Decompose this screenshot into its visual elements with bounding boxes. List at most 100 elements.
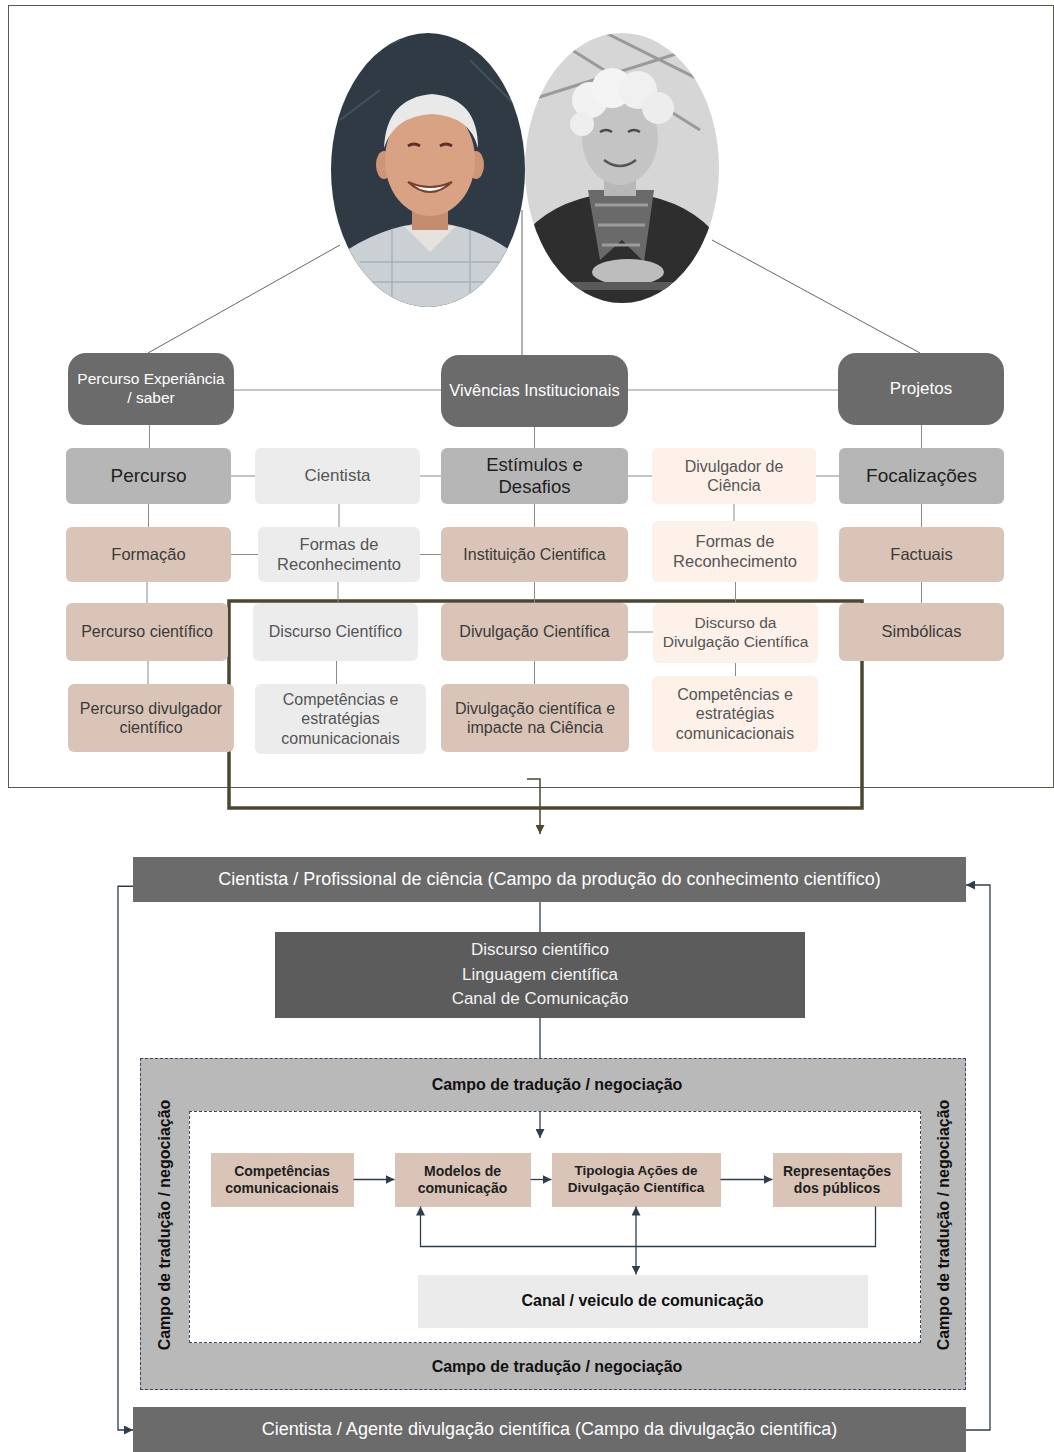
communicator-box: Divulgador de Ciência (652, 448, 816, 504)
connector-line (921, 504, 922, 527)
connector-line (420, 554, 441, 555)
box-label: Formas de Reconhecimento (660, 532, 810, 572)
box-label: Competências comunicacionais (215, 1163, 350, 1197)
field-bar: Cientista / Profissional de ciência (Cam… (133, 857, 966, 902)
box-label: Divulgação científica e impacte na Ciênc… (449, 699, 621, 737)
box-label: Competências e estratégias comunicaciona… (263, 690, 418, 748)
connector-line (628, 632, 653, 633)
process-box: Representações dos públicos (773, 1153, 902, 1207)
section-header: Vivências Institucionais (441, 355, 628, 427)
box-label: Vivências Institucionais (449, 381, 619, 401)
connector-line (734, 504, 735, 521)
box-label: Percurso (110, 465, 186, 488)
flow-arrow (539, 1112, 540, 1138)
translation-field: Campo de tradução / negociaçãoCampo de t… (140, 1058, 966, 1390)
connector-line (539, 902, 540, 932)
box-label: Factuais (890, 545, 952, 565)
connector-line (420, 476, 441, 477)
category-box: Percurso (66, 448, 231, 504)
connector-line (531, 1179, 552, 1180)
connector-line (921, 582, 922, 603)
topic-box: Divulgação Científica (441, 603, 628, 661)
field-label: Campo de tradução / negociação (432, 1357, 683, 1376)
scientist-box: Cientista (255, 448, 420, 504)
section-header: Projetos (838, 353, 1004, 425)
process-box: Modelos de comunicação (395, 1153, 531, 1207)
portrait-photo (328, 30, 530, 312)
connector-line (421, 1207, 876, 1247)
connector-line (118, 886, 133, 1430)
connector-line (148, 504, 149, 527)
box-label: Canal / veiculo de comunicação (522, 1291, 764, 1310)
field-label: Campo de tradução / negociação (155, 1100, 174, 1351)
connector-line (147, 582, 148, 603)
topic-box: Factuais (839, 527, 1004, 582)
box-label: Projetos (890, 379, 952, 399)
topic-box: Formação (66, 527, 231, 582)
connector-line (534, 427, 535, 448)
box-label: Percurso científico (81, 622, 213, 641)
topic-box: Simbólicas (839, 603, 1004, 661)
scientist-box: Competências e estratégias comunicaciona… (255, 684, 426, 754)
connector-line (234, 390, 441, 391)
topic-box: Percurso científico (66, 603, 228, 661)
connector-line (149, 425, 150, 448)
category-box: Focalizações (839, 448, 1004, 504)
scientist-box: Discurso Científico (253, 603, 418, 661)
connector-line (966, 885, 990, 1430)
box-label: Cientista (304, 466, 370, 486)
topic-box: Percurso divulgador científico (68, 684, 234, 752)
box-label: Percurso Experiância / saber (76, 370, 226, 407)
connector-line (339, 504, 340, 527)
connector-line (816, 476, 839, 477)
connector-line (231, 476, 255, 477)
box-label: Competências e estratégias comunicaciona… (660, 685, 810, 743)
field-label: Campo de tradução / negociação (432, 1075, 683, 1094)
connector-line (735, 582, 736, 603)
connector-line (231, 554, 258, 555)
connector-line (735, 663, 736, 676)
highlight-bracket (229, 601, 862, 808)
box-label: Discurso da Divulgação Científica (661, 614, 810, 651)
box-label: Divulgação Científica (459, 622, 609, 641)
scientist-box: Formas de Reconhecimento (258, 527, 420, 582)
box-label: Percurso divulgador científico (76, 699, 226, 737)
box-label: Discurso científico (471, 938, 609, 963)
category-box: Estímulos e Desafios (441, 448, 628, 504)
box-label: Canal de Comunicação (452, 987, 629, 1012)
leader-line (148, 245, 340, 353)
connector-line (354, 1179, 395, 1180)
box-label: Cientista / Profissional de ciência (Cam… (218, 869, 880, 891)
channel-box: Canal / veiculo de comunicação (418, 1275, 868, 1328)
communicator-box: Formas de Reconhecimento (652, 521, 818, 582)
topic-box: Divulgação científica e impacte na Ciênc… (441, 684, 629, 752)
box-label: Representações dos públicos (777, 1163, 898, 1197)
box-label: Linguagem científica (462, 963, 618, 988)
field-bar: Cientista / Agente divulgação científica… (133, 1407, 966, 1452)
box-label: Formação (111, 545, 185, 565)
connector-line (628, 476, 652, 477)
process-box: Tipologia Ações de Divulgação Científica (552, 1153, 721, 1207)
box-label: Tipologia Ações de Divulgação Científica (556, 1163, 717, 1195)
discourse-box: Discurso científicoLinguagem científicaC… (275, 932, 805, 1018)
top-frame (9, 6, 1054, 788)
box-label: Cientista / Agente divulgação científica… (262, 1419, 837, 1441)
connector-line (148, 661, 149, 684)
leader-line (522, 210, 523, 355)
box-label: Discurso Científico (269, 622, 402, 641)
topic-box: Instituição Cientifica (441, 527, 628, 582)
box-label: Simbólicas (882, 622, 962, 642)
connector-line (721, 1179, 773, 1180)
section-header: Percurso Experiância / saber (68, 353, 234, 425)
zoom-arrow (527, 779, 540, 834)
communicator-box: Discurso da Divulgação Científica (653, 603, 818, 663)
box-label: Formas de Reconhecimento (266, 535, 412, 575)
connector-line (635, 1207, 636, 1275)
connector-line (921, 425, 922, 448)
leader-line (712, 240, 920, 353)
box-label: Divulgador de Ciência (660, 457, 808, 495)
portrait-photo (520, 30, 725, 312)
box-label: Instituição Cientifica (463, 545, 605, 564)
connector-line (534, 661, 535, 684)
